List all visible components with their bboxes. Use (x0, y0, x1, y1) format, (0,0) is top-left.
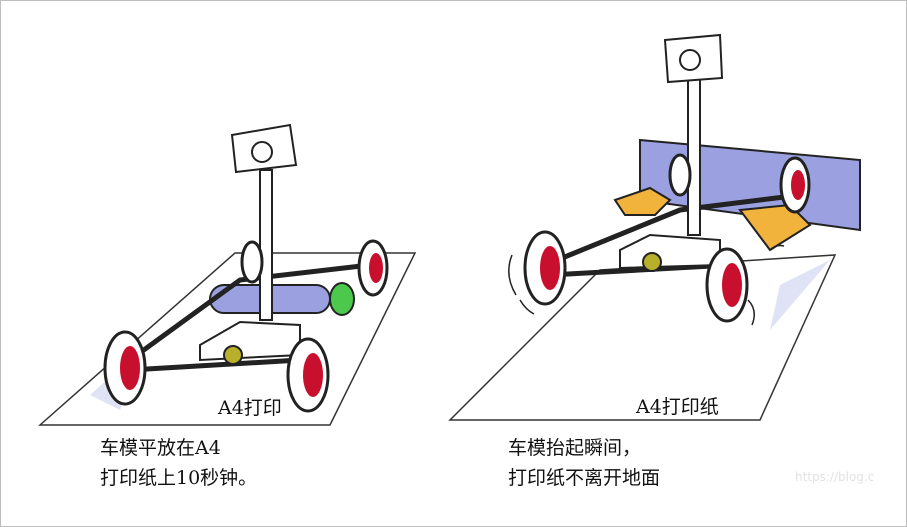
nut (223, 345, 243, 365)
wheel-front-left (523, 230, 567, 306)
wheel-front-right (286, 337, 330, 413)
wheel-back-right (357, 239, 389, 297)
wheel-back-left (240, 240, 264, 284)
left-hand (613, 186, 672, 216)
left-paper-label: A4打印 (218, 397, 282, 419)
right-caption: 车模抬起瞬间， 打印纸不离开地面 (508, 433, 660, 493)
wheel-front-right (705, 247, 749, 323)
wheel-back-right (779, 156, 811, 214)
motion-lines (508, 244, 785, 326)
caption-line: 打印纸不离开地面 (508, 467, 661, 489)
left-caption: 车模平放在A4 打印纸上10秒钟。 (100, 433, 257, 493)
sensor-pole (259, 169, 273, 321)
caption-line: 车模平放在A4 (100, 437, 221, 459)
right-paper-label: A4打印纸 (636, 396, 719, 418)
caption-line: 车模抬起瞬间， (508, 437, 642, 459)
left-car-model (103, 123, 389, 413)
right-car-model (508, 33, 861, 326)
watermark: https://blog.c (795, 470, 875, 484)
nut (642, 252, 662, 272)
wheel-front-left (103, 330, 147, 406)
sensor-pole (687, 74, 701, 236)
wheel-back-left (668, 153, 692, 197)
right-hand (738, 203, 812, 252)
green-gear (329, 282, 355, 316)
caption-line: 打印纸上10秒钟。 (100, 467, 258, 489)
